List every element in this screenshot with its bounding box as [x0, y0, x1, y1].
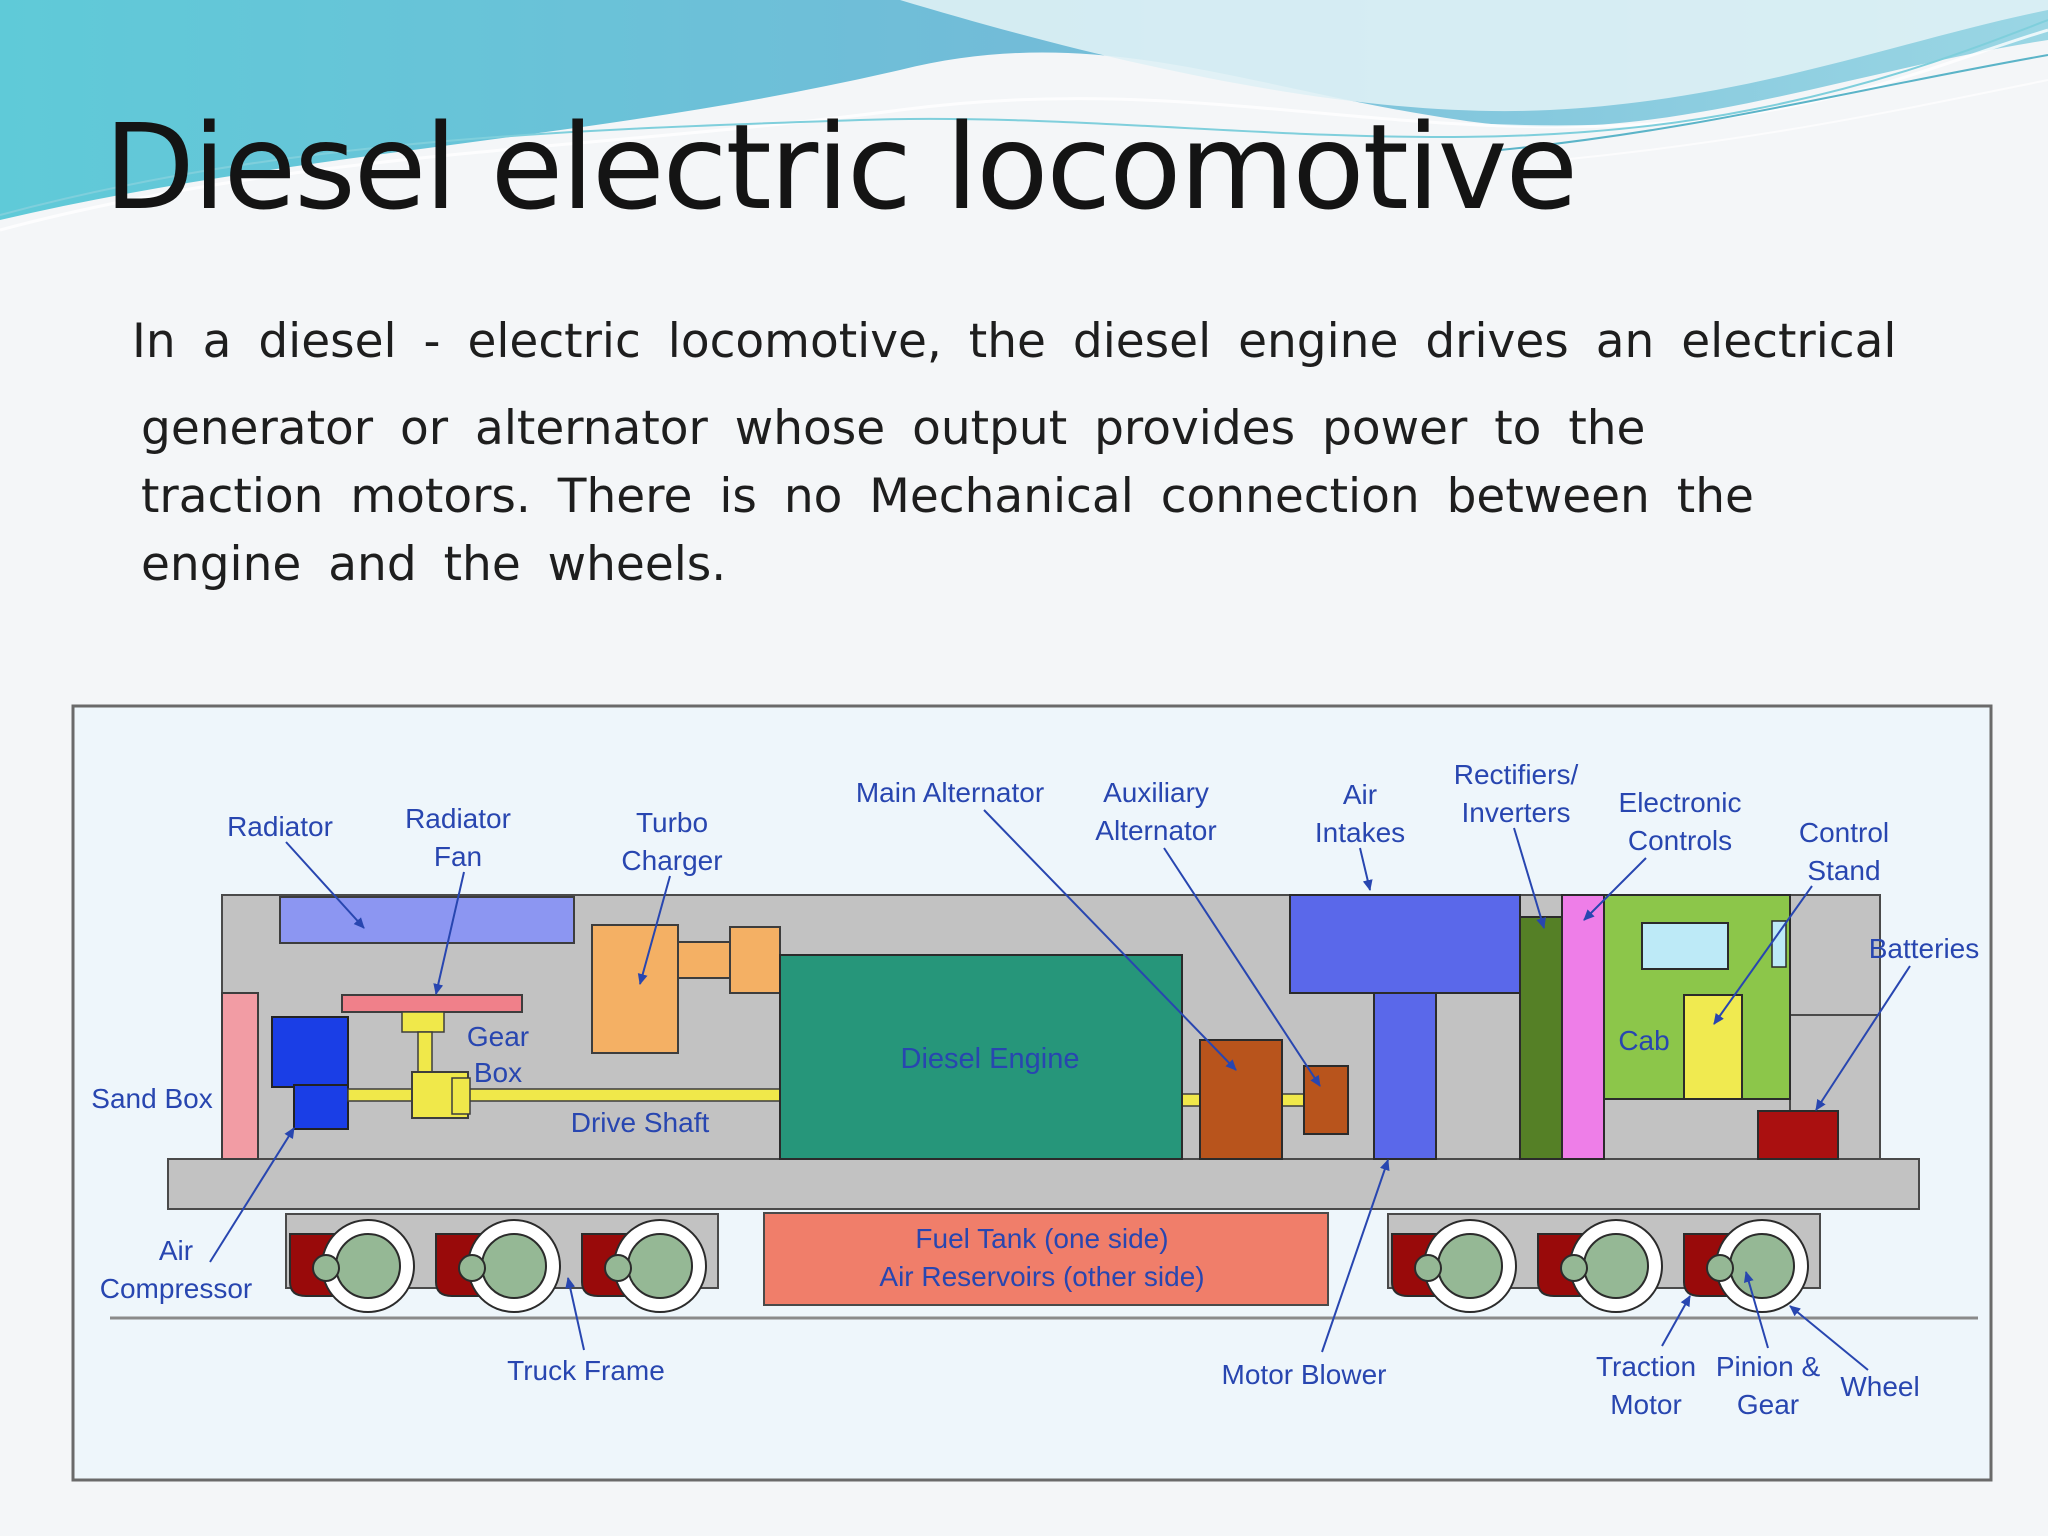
- batteries: [1757, 1110, 1839, 1160]
- rear-wheelset-2: [1537, 1219, 1663, 1313]
- arrow-wheel: [1789, 1305, 1869, 1371]
- label-rectifiers-1: Rectifiers/: [1454, 759, 1579, 790]
- label-motor-blower: Motor Blower: [1222, 1359, 1387, 1390]
- arrow-traction-motor: [1661, 1295, 1691, 1347]
- label-electronic-controls-2: Controls: [1628, 825, 1732, 856]
- diesel-engine: [779, 954, 1183, 1160]
- front-wheelset-2: [435, 1219, 561, 1313]
- arrow-pinion-gear: [1743, 1271, 1769, 1349]
- pinion-r1: [1414, 1254, 1442, 1282]
- body-text-line-4: engine and the wheels.: [141, 537, 727, 592]
- arrow-motor-blower: [1321, 1159, 1390, 1353]
- pinion-f1: [312, 1254, 340, 1282]
- label-control-stand-2: Stand: [1807, 855, 1880, 886]
- underframe: [167, 1158, 1920, 1210]
- arrow-truck-frame: [565, 1277, 585, 1351]
- label-radiator-fan-1: Radiator: [405, 803, 511, 834]
- label-air-intakes-2: Intakes: [1315, 817, 1405, 848]
- arrow-electronic-controls: [1583, 857, 1647, 921]
- turbo-connector: [677, 941, 731, 979]
- label-traction-motor-2: Motor: [1610, 1389, 1682, 1420]
- wheel-hub-f3: [627, 1233, 693, 1299]
- label-turbo-2: Charger: [621, 845, 722, 876]
- pinion-f2: [458, 1254, 486, 1282]
- label-aux-alternator-2: Alternator: [1095, 815, 1216, 846]
- label-turbo-1: Turbo: [636, 807, 708, 838]
- arrow-radiator-fan: [433, 871, 465, 995]
- label-fuel-tank-2: Air Reservoirs (other side): [879, 1261, 1204, 1292]
- fan-shaft-stem: [417, 1031, 433, 1075]
- wheel-hub-r3: [1729, 1233, 1795, 1299]
- label-pinion-gear-1: Pinion &: [1716, 1351, 1821, 1382]
- label-gear-box-1: Gear: [467, 1021, 529, 1052]
- label-air-compressor-1: Air: [159, 1235, 193, 1266]
- sand-box: [221, 992, 259, 1160]
- gear-box-ring: [451, 1077, 471, 1115]
- radiator: [279, 896, 575, 944]
- fuel-tank: [763, 1212, 1329, 1306]
- label-radiator-fan-2: Fan: [434, 841, 482, 872]
- rectifiers-inverters: [1519, 916, 1563, 1160]
- label-air-intakes-1: Air: [1343, 779, 1377, 810]
- arrow-main-alternator: [983, 809, 1237, 1071]
- label-control-stand-1: Control: [1799, 817, 1889, 848]
- label-sand-box: Sand Box: [91, 1083, 212, 1114]
- electronic-controls: [1561, 894, 1605, 1160]
- main-alternator: [1199, 1039, 1283, 1160]
- arrow-radiator: [285, 841, 365, 929]
- turbo-charger: [591, 924, 679, 1054]
- arrow-batteries: [1815, 965, 1911, 1111]
- pinion-r3: [1706, 1254, 1734, 1282]
- label-electronic-controls-1: Electronic: [1619, 787, 1742, 818]
- radiator-fan: [341, 994, 523, 1013]
- arrow-air-intakes: [1359, 847, 1373, 891]
- air-compressor-lower: [293, 1084, 349, 1130]
- rear-wheelset-1: [1391, 1219, 1517, 1313]
- front-wheelset-1: [289, 1219, 415, 1313]
- arrow-turbo: [637, 875, 671, 985]
- wheel-hub-r1: [1437, 1233, 1503, 1299]
- label-gear-box-2: Box: [474, 1057, 522, 1088]
- label-wheel: Wheel: [1840, 1371, 1919, 1402]
- label-radiator: Radiator: [227, 811, 333, 842]
- slide-title: Diesel electric locomotive: [104, 98, 1578, 236]
- wheel-hub-r2: [1583, 1233, 1649, 1299]
- pinion-r2: [1560, 1254, 1588, 1282]
- front-wheelset-3: [581, 1219, 707, 1313]
- label-aux-alternator-1: Auxiliary: [1103, 777, 1209, 808]
- label-pinion-gear-2: Gear: [1737, 1389, 1799, 1420]
- auxiliary-alternator: [1303, 1065, 1349, 1135]
- fan-shaft: [401, 1011, 445, 1033]
- label-truck-frame: Truck Frame: [507, 1355, 665, 1386]
- label-fuel-tank-1: Fuel Tank (one side): [915, 1223, 1168, 1254]
- arrow-aux-alternator: [1163, 847, 1321, 1087]
- air-compressor-upper: [271, 1016, 349, 1088]
- label-diesel-engine: Diesel Engine: [901, 1043, 1080, 1075]
- label-drive-shaft: Drive Shaft: [571, 1107, 710, 1138]
- pinion-f3: [604, 1254, 632, 1282]
- label-batteries: Batteries: [1869, 933, 1980, 964]
- label-cab: Cab: [1618, 1025, 1669, 1056]
- body-text-line-3: traction motors. There is no Mechanical …: [141, 469, 1754, 524]
- wheel-hub-f1: [335, 1233, 401, 1299]
- motor-blower: [1373, 992, 1437, 1160]
- arrow-air-compressor: [209, 1127, 295, 1263]
- control-stand: [1683, 994, 1743, 1100]
- label-rectifiers-2: Inverters: [1462, 797, 1571, 828]
- label-main-alternator: Main Alternator: [856, 777, 1044, 808]
- cab-side-window: [1771, 920, 1787, 968]
- body-text-line-2: generator or alternator whose output pro…: [141, 401, 1646, 456]
- turbo-housing: [729, 926, 781, 994]
- wheel-hub-f2: [481, 1233, 547, 1299]
- label-air-compressor-2: Compressor: [100, 1273, 252, 1304]
- air-intakes: [1289, 894, 1521, 994]
- label-traction-motor-1: Traction: [1596, 1351, 1696, 1382]
- cab-window: [1641, 922, 1729, 970]
- arrow-control-stand: [1713, 885, 1813, 1025]
- body-text-line-1: In a diesel - electric locomotive, the d…: [132, 314, 1897, 369]
- arrow-rectifiers: [1513, 827, 1546, 929]
